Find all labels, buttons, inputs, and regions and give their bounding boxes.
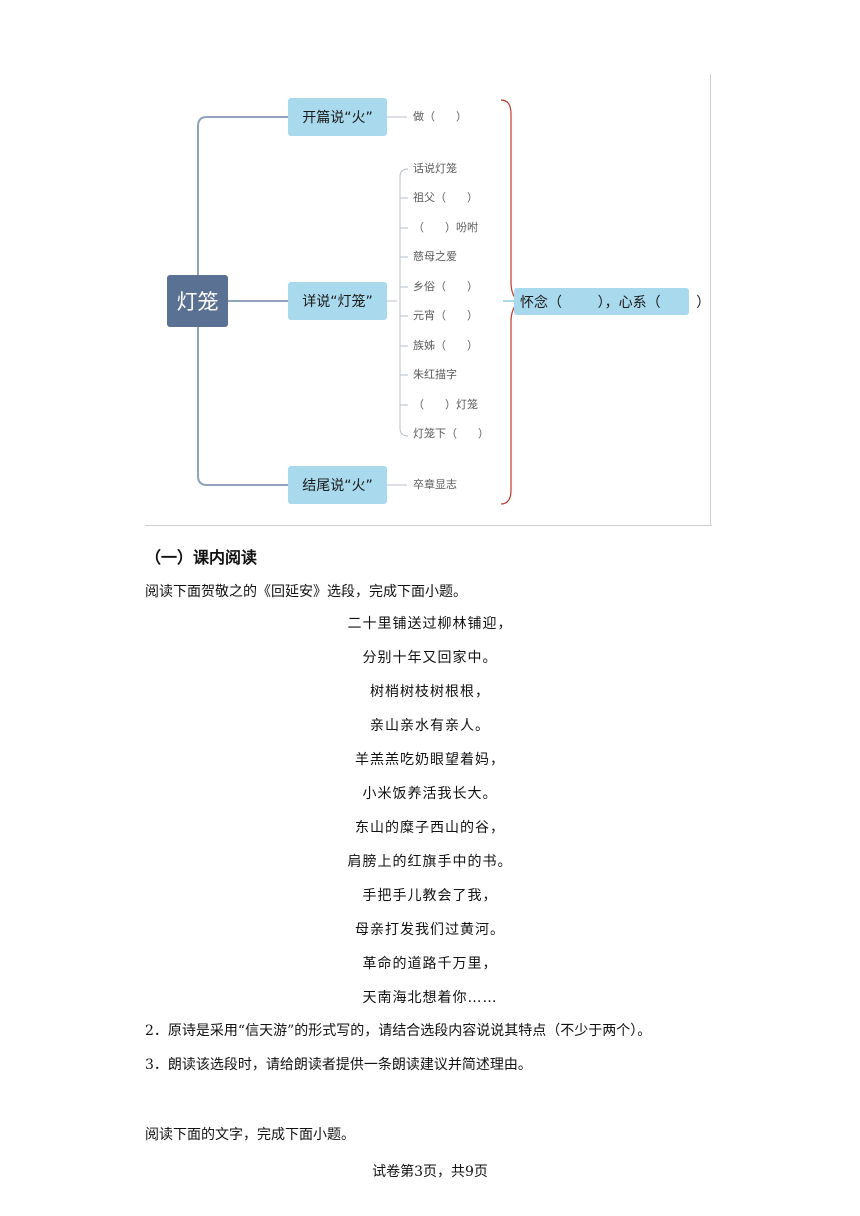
leaf-item: 祖父（ ）: [413, 191, 478, 204]
summary-node: 怀念（ ），心系（ ）: [514, 288, 710, 315]
poem-line: 羊羔羔吃奶眼望着妈，: [355, 752, 505, 768]
leaf-item: 朱红描字: [413, 368, 457, 381]
figure-border-bottom: [145, 525, 712, 526]
leaf-item: 卒章显志: [413, 478, 457, 491]
reading-intro: 阅读下面贺敬之的《回延安》选段，完成下面小题。: [145, 584, 467, 600]
branch-detail-lantern: 详说“灯笼”: [288, 282, 387, 320]
poem-line: 母亲打发我们过黄河。: [355, 922, 505, 938]
branch-opening-fire: 开篇说“火”: [288, 98, 387, 136]
poem-line: 革命的道路千万里，: [362, 956, 498, 972]
section-heading: （一）课内阅读: [145, 548, 258, 567]
leaf-item: 乡俗（ ）: [413, 280, 478, 293]
leaf-item: 灯笼下（ ）: [413, 427, 489, 440]
leaf-item: （ ）灯笼: [413, 398, 478, 411]
root-node: 灯笼: [167, 275, 228, 327]
leaf-item: 慈母之爱: [413, 250, 457, 263]
poem-line: 亲山亲水有亲人。: [370, 718, 490, 734]
question-3: 3．朗读该选段时，请给朗读者提供一条朗读建议并简述理由。: [145, 1057, 532, 1073]
poem-line: 天南海北想着你……: [362, 990, 498, 1006]
poem-line: 树梢树枝树根根，: [370, 684, 490, 700]
branch-ending-fire: 结尾说“火”: [288, 466, 387, 504]
question-2: 2．原诗是采用“信天游”的形式写的，请结合选段内容说说其特点（不少于两个）。: [145, 1023, 652, 1039]
mindmap-figure: 灯笼 开篇说“火” 详说“灯笼” 结尾说“火” 做（ ） 话说灯笼 祖父（ ） …: [145, 74, 712, 526]
leaf-item: 族姊（ ）: [413, 339, 478, 352]
page-footer: 试卷第3页，共9页: [372, 1164, 488, 1180]
leaf-item: 话说灯笼: [413, 162, 457, 175]
leaf-item: （ ）吩咐: [413, 221, 478, 234]
leaf-item: 做（ ）: [413, 110, 467, 123]
poem-line: 手把手儿教会了我，: [362, 888, 498, 904]
leaf-item: 元宵（ ）: [413, 309, 478, 322]
poem-line: 分别十年又回家中。: [362, 650, 498, 666]
next-reading-intro: 阅读下面的文字，完成下面小题。: [145, 1127, 355, 1143]
poem-line: 二十里铺送过柳林铺迎，: [347, 616, 513, 632]
figure-border-right: [710, 74, 711, 526]
poem-line: 小米饭养活我长大。: [362, 786, 498, 802]
poem-line: 肩膀上的红旗手中的书。: [347, 854, 513, 870]
poem-line: 东山的糜子西山的谷，: [355, 820, 505, 836]
